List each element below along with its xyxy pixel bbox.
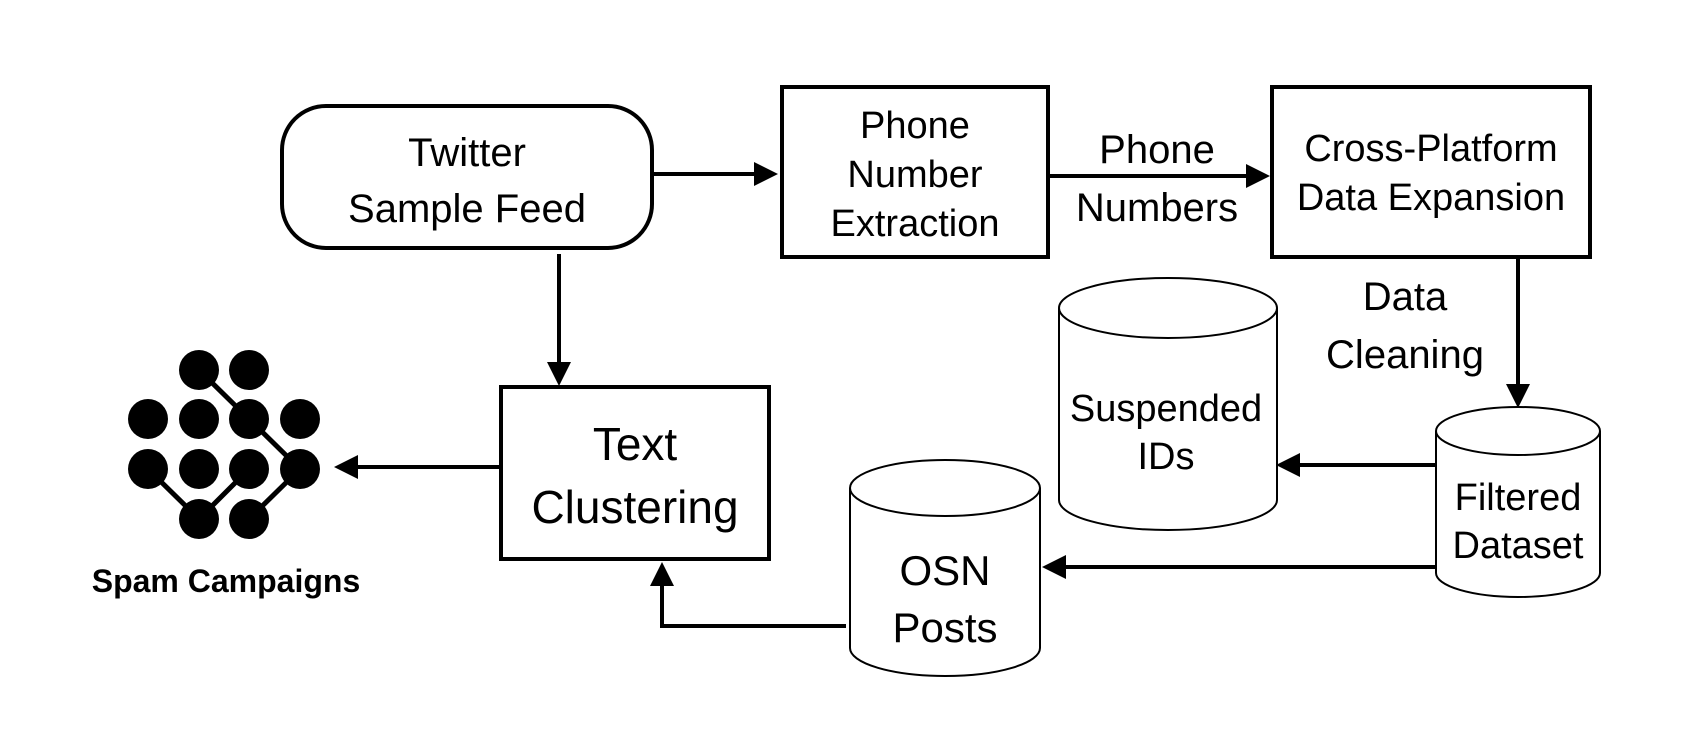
text-clustering-node: Text Clustering: [499, 385, 771, 561]
edge-osn-to-clustering: [650, 562, 846, 628]
phone-numbers-label-line-1: Phone: [1099, 128, 1215, 172]
edge-filtered-to-osn: [1042, 555, 1435, 579]
osn-posts-line-1: OSN: [899, 547, 990, 594]
twitter-sample-feed-line-2: Sample Feed: [348, 187, 586, 231]
network-cluster-icon: [128, 350, 320, 539]
data-cleaning-label-line-2: Cleaning: [1326, 333, 1484, 377]
osn-posts-cylinder: OSN Posts: [849, 459, 1041, 677]
cross-platform-line-2: Data Expansion: [1297, 177, 1565, 219]
filtered-dataset-line-1: Filtered: [1455, 477, 1582, 519]
phone-number-extraction-line-3: Extraction: [831, 203, 1000, 245]
filtered-dataset-line-2: Dataset: [1453, 525, 1584, 567]
text-clustering-line-2: Clustering: [531, 481, 738, 533]
osn-posts-line-2: Posts: [892, 604, 997, 651]
edge-expansion-to-filtered: [1506, 258, 1530, 408]
suspended-ids-line-1: Suspended: [1070, 388, 1262, 430]
filtered-dataset-cylinder: Filtered Dataset: [1435, 406, 1601, 598]
cross-platform-data-expansion-node: Cross-Platform Data Expansion: [1270, 85, 1592, 259]
edge-extraction-to-expansion: [1048, 164, 1270, 188]
phone-number-extraction-node: Phone Number Extraction: [780, 85, 1050, 259]
cross-platform-line-1: Cross-Platform: [1304, 128, 1557, 170]
edge-filtered-to-suspended: [1276, 453, 1435, 477]
spam-campaigns-label: Spam Campaigns: [92, 563, 361, 599]
text-clustering-line-1: Text: [593, 418, 678, 470]
phone-numbers-label-line-2: Numbers: [1076, 186, 1238, 230]
twitter-sample-feed-line-1: Twitter: [408, 131, 526, 175]
edge-clustering-to-spam: [334, 455, 500, 479]
edge-feed-to-clustering: [547, 254, 571, 386]
edge-feed-to-extraction: [654, 162, 778, 186]
suspended-ids-cylinder: Suspended IDs: [1058, 277, 1278, 531]
twitter-sample-feed-node: Twitter Sample Feed: [280, 104, 654, 250]
phone-number-extraction-line-1: Phone: [860, 105, 970, 147]
phone-number-extraction-line-2: Number: [847, 154, 982, 196]
data-cleaning-label-line-1: Data: [1363, 275, 1448, 319]
suspended-ids-line-2: IDs: [1138, 436, 1195, 478]
